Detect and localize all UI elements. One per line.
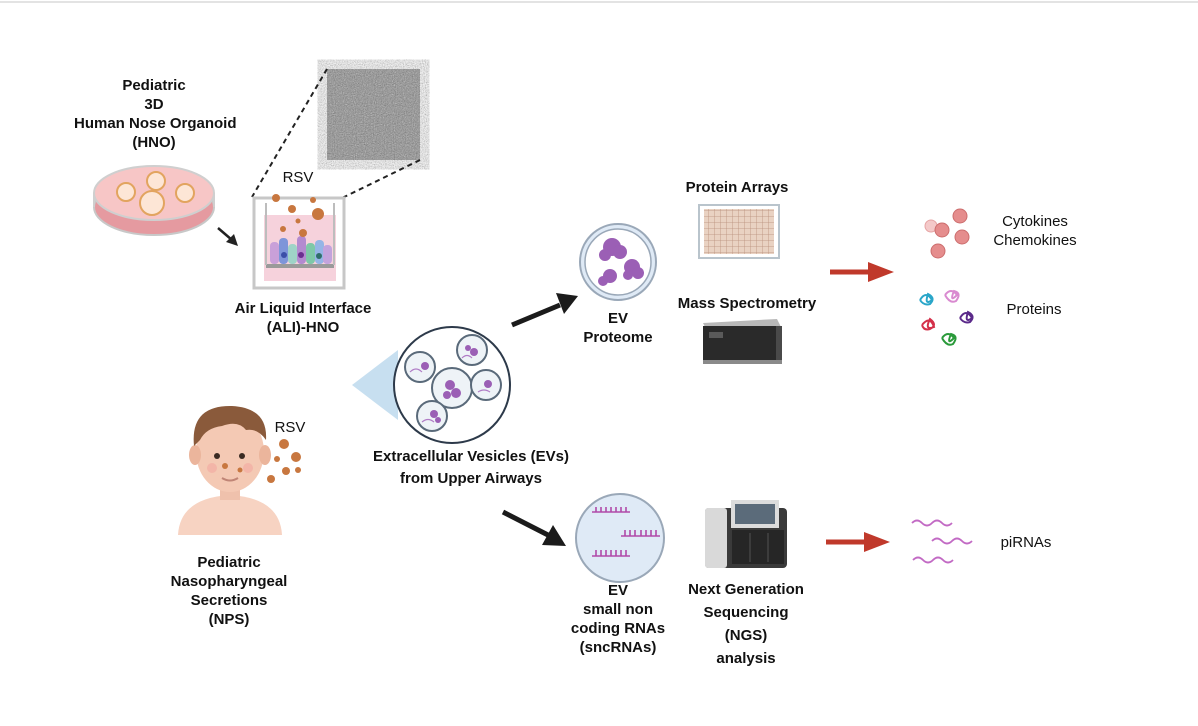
red-arrow-proteome xyxy=(830,262,894,282)
nps-label: Pediatric Nasopharyngeal Secretions (NPS… xyxy=(149,553,309,629)
cytokine-dots-icon xyxy=(924,208,970,259)
ali-label: Air Liquid Interface (ALI)-HNO xyxy=(218,299,388,337)
cytokines-label-line1: Cytokines xyxy=(1002,213,1068,230)
sncrna-label: EV small non coding RNAs (sncRNAs) xyxy=(556,581,680,657)
hno-title-line1: Pediatric xyxy=(122,77,186,94)
arrow-dish-to-ali xyxy=(217,227,238,246)
rsv-label-bottom: RSV xyxy=(274,419,306,436)
ev-label-line1: Extracellular Vesicles (EVs) xyxy=(373,448,569,465)
protein-array-icon xyxy=(698,204,780,259)
ev-label-line2: from Upper Airways xyxy=(400,470,542,487)
ev-label: Extracellular Vesicles (EVs) from Upper … xyxy=(361,446,581,490)
mass-spectrometer-icon xyxy=(703,319,782,364)
sncrna-label-line4: (sncRNAs) xyxy=(579,639,657,656)
nps-label-line2: Nasopharyngeal xyxy=(170,573,288,590)
hno-title-line4: (HNO) xyxy=(132,134,176,151)
zoom-lines xyxy=(251,68,421,201)
ali-label-line1: Air Liquid Interface xyxy=(234,300,372,317)
red-arrow-rna xyxy=(826,532,890,552)
ev-sncrna-icon xyxy=(575,493,665,583)
ngs-label-line2: Sequencing xyxy=(703,604,789,621)
proteins-label: Proteins xyxy=(1006,301,1062,318)
sncrna-label-line1: EV xyxy=(607,582,628,599)
transwell-icon xyxy=(252,194,346,290)
proteome-label-line2: Proteome xyxy=(583,329,653,346)
pirna-squiggles-icon xyxy=(911,519,973,564)
nps-label-line3: Secretions xyxy=(190,592,268,609)
ngs-label-line4: analysis xyxy=(716,650,776,667)
nps-label-line4: (NPS) xyxy=(208,611,250,628)
pirnas-label: piRNAs xyxy=(1000,534,1052,551)
proteome-label: EV Proteome xyxy=(568,309,668,347)
hno-title-line2: 3D xyxy=(144,96,164,113)
mass-spec-label: Mass Spectrometry xyxy=(677,295,817,312)
petri-dish-icon xyxy=(93,165,215,236)
protein-squiggles-icon xyxy=(919,289,974,346)
rsv-particles-bottom xyxy=(222,439,301,483)
rsv-label-top: RSV xyxy=(282,169,314,186)
hno-title-line3: Human Nose Organoid xyxy=(74,115,237,132)
ev-proteome-icon xyxy=(579,223,657,301)
protein-arrays-label: Protein Arrays xyxy=(685,179,789,196)
arrow-to-sncrna xyxy=(501,509,566,546)
ngs-label-line1: Next Generation xyxy=(688,581,804,598)
cytokines-label: Cytokines Chemokines xyxy=(975,212,1095,250)
ngs-sequencer-icon xyxy=(705,500,787,568)
ngs-label-line3: (NGS) xyxy=(724,627,768,644)
arrow-to-proteome xyxy=(511,293,578,328)
ev-cluster-icon xyxy=(352,326,511,444)
proteome-label-line1: EV xyxy=(607,310,628,327)
cytokines-label-line2: Chemokines xyxy=(993,232,1077,249)
nps-label-line1: Pediatric xyxy=(197,554,261,571)
sncrna-label-line2: small non xyxy=(582,601,653,618)
hno-title: Pediatric 3D Human Nose Organoid (HNO) xyxy=(74,76,237,152)
sncrna-label-line3: coding RNAs xyxy=(570,620,666,637)
micrograph-image xyxy=(327,69,420,160)
ali-label-line2: (ALI)-HNO xyxy=(266,319,340,336)
ngs-label: Next Generation Sequencing (NGS) analysi… xyxy=(680,578,812,670)
baby-icon xyxy=(178,405,282,535)
